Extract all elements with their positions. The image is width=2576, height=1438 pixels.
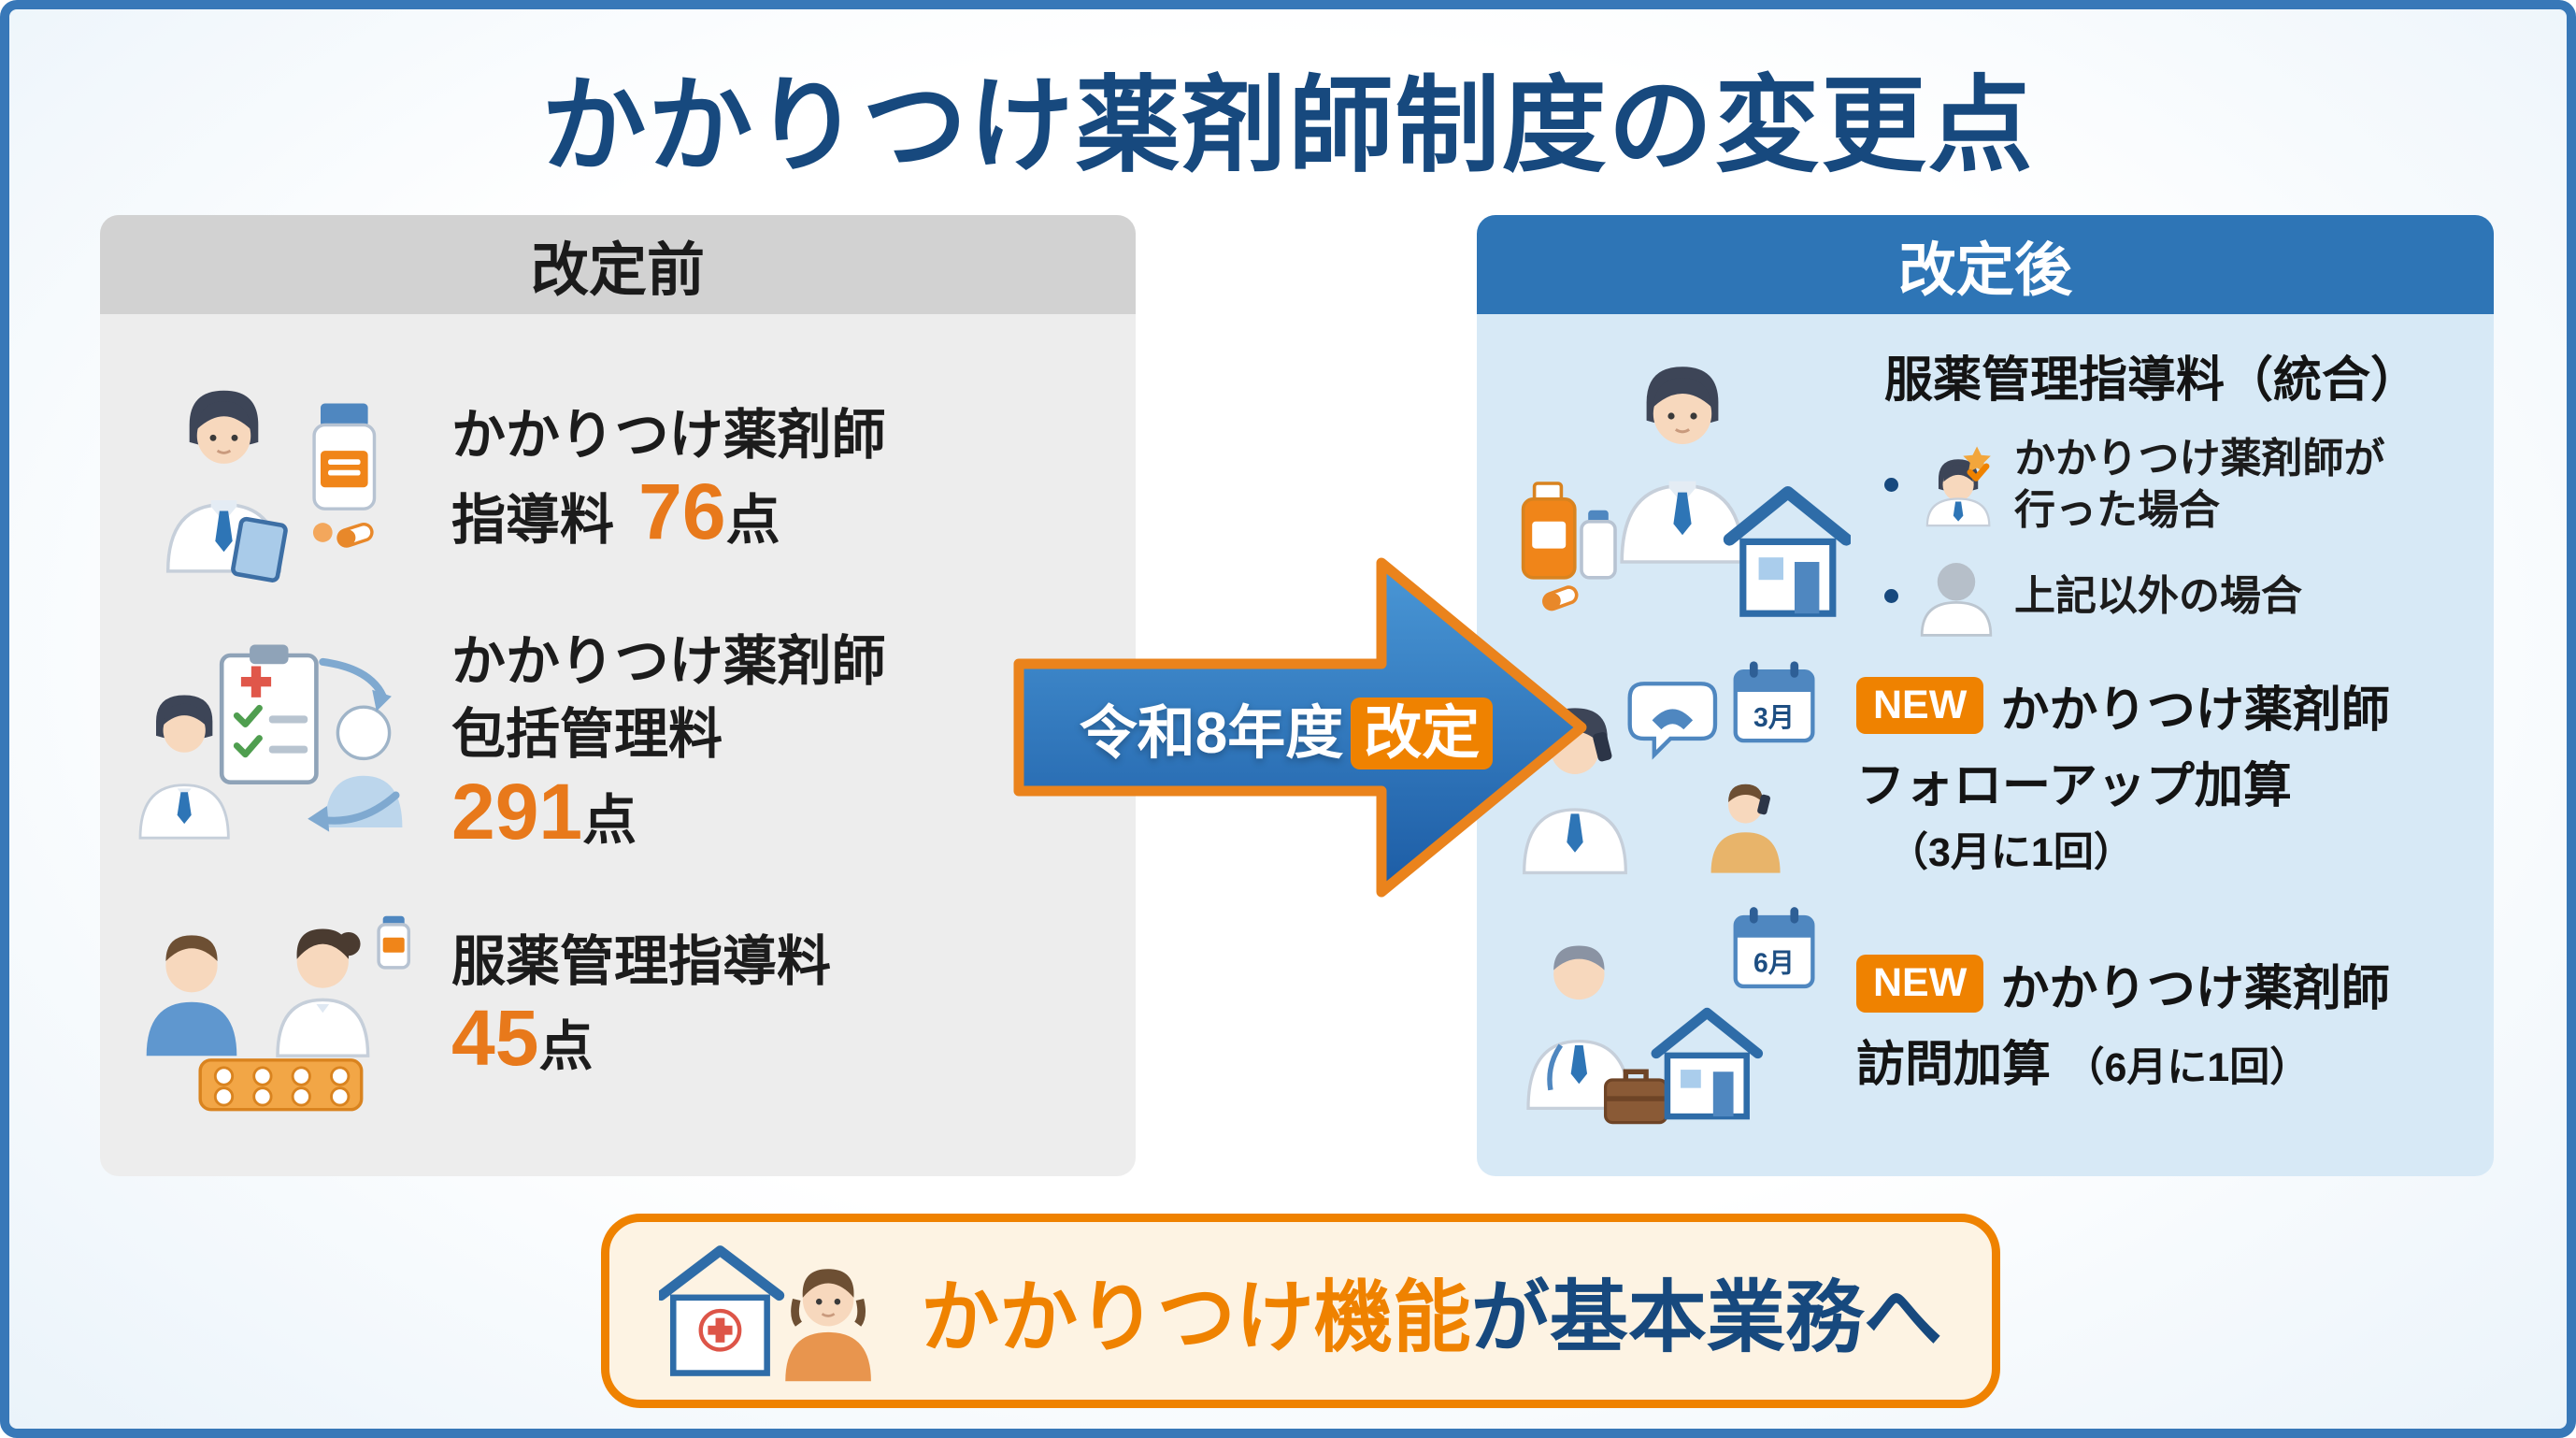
pharmacist-figure (138, 695, 230, 840)
after-item-2-line1: かかりつけ薬剤師 (2000, 683, 2390, 738)
patient-figure (324, 705, 403, 827)
calendar-6-month-icon: 6月 (1733, 906, 1815, 988)
right-arrow-shape (1013, 557, 1587, 898)
revision-arrow: 令和8年度改定 (1011, 524, 1595, 931)
calendar-3-month-icon: 3月 (1733, 661, 1815, 743)
after-item-2-text: NEW かかりつけ薬剤師 フォローアップ加算 （3月に1回） (1856, 670, 2390, 878)
before-item-1-points: 76 (638, 467, 726, 556)
before-item-1-line2: 指導料 (451, 490, 615, 552)
new-badge: NEW (1856, 955, 1984, 1013)
before-item-3-text: 服薬管理指導料 45点 (451, 926, 831, 1085)
house-icon (1651, 1007, 1764, 1119)
after-item-1-text: 服薬管理指導料（統合） (1884, 350, 2419, 640)
after-panel-rows: 服薬管理指導料（統合） (1477, 314, 2494, 1176)
after-item-1-bullets: かかりつけ薬剤師が 行った場合 上記以外の場合 (1884, 433, 2419, 639)
banner-rest-text: が基本業務へ (1470, 1273, 1942, 1361)
after-panel-header: 改定後 (1477, 215, 2494, 314)
before-panel: 改定前 (100, 215, 1136, 1176)
before-item-2-unit: 点 (582, 789, 637, 851)
before-panel-header: 改定前 (100, 215, 1136, 314)
before-item-1-line1: かかりつけ薬剤師 (451, 404, 886, 466)
pharmacist-tablet-bottle-icon (165, 390, 377, 582)
mini-anonymous-person-icon (1920, 563, 1993, 637)
patient-phone-figure (1710, 784, 1781, 873)
bottom-banner: かかりつけ機能が基本業務へ (601, 1214, 2000, 1408)
revision-arrow-label: 令和8年度改定 (1024, 685, 1548, 769)
before-panel-rows: かかりつけ薬剤師 指導料 76点 (100, 314, 1136, 1176)
briefcase-icon (1603, 1069, 1668, 1124)
medicine-bottle (312, 403, 377, 548)
before-item-medication-fee: 服薬管理指導料 45点 (137, 897, 1104, 1112)
revision-highlight-text: 改定 (1351, 697, 1494, 769)
pill-organizer (198, 1058, 364, 1112)
before-item-2-line2: 包括管理料 (451, 704, 723, 766)
pharmacist-bottles-house-icon (1521, 366, 1851, 617)
bullet-1-text: かかりつけ薬剤師が 行った場合 (2014, 433, 2384, 536)
page-title: かかりつけ薬剤師制度の変更点 (541, 67, 2035, 184)
pharmacist-figure (165, 390, 288, 582)
before-item-2-points: 291 (451, 767, 583, 856)
after-item-2-line2: フォローアップ加算 (1856, 759, 2292, 813)
calendar-6-month-label: 6月 (1753, 947, 1795, 977)
pharmacy-house-person-icon (659, 1245, 871, 1382)
female-pharmacist-figure (276, 928, 370, 1058)
before-item-guidance-fee: かかりつけ薬剤師 指導料 76点 (137, 371, 1104, 586)
before-item-3-unit: 点 (538, 1015, 594, 1077)
bullet-1-line1: かかりつけ薬剤師が (2014, 436, 2385, 482)
before-item-1-unit: 点 (725, 490, 780, 552)
bullet-1-line2: 行った場合 (2014, 487, 2220, 534)
revision-era-text: 令和8年度 (1079, 701, 1344, 766)
mini-pharmacist-star-icon (1925, 446, 1991, 527)
bullet-2-text: 上記以外の場合 (2014, 572, 2302, 619)
checklist-clipboard (219, 644, 319, 784)
after-item-3-line1: かかりつけ薬剤師 (2000, 961, 2390, 1016)
house-icon (1723, 485, 1851, 617)
new-badge: NEW (1856, 676, 1984, 735)
after-panel: 改定後 (1477, 215, 2494, 1176)
clipboard-patient-cycle-icon (138, 644, 403, 840)
visiting-pharmacist-figure (1526, 944, 1668, 1124)
banner-text: かかりつけ機能が基本業務へ (921, 1255, 1942, 1368)
medicine-bottles (1521, 481, 1617, 611)
bullet-family-pharmacist: かかりつけ薬剤師が 行った場合 (1884, 433, 2419, 536)
bullet-dot (1884, 477, 1898, 492)
pharmacy-house (659, 1245, 785, 1376)
after-item-3-note: （6月に1回） (2064, 1044, 2311, 1090)
pharmacist-figure (1620, 366, 1745, 564)
after-item-visit: 6月 NEW かかりつけ薬剤師 訪問加算 （6月に1回） (1514, 905, 2462, 1139)
calendar-3-month-label: 3月 (1753, 702, 1795, 732)
cycle-arrowheads (308, 689, 392, 832)
bullet-other-cases: 上記以外の場合 (1884, 553, 2419, 639)
banner-highlight-text: かかりつけ機能 (921, 1273, 1471, 1361)
home-visit-icon: 6月 (1526, 906, 1815, 1124)
before-item-1-text: かかりつけ薬剤師 指導料 76点 (451, 399, 886, 558)
small-bottle (377, 916, 411, 971)
patient-figure (146, 935, 237, 1057)
banner-person (785, 1269, 871, 1382)
check-icon (1967, 463, 1990, 482)
after-item-3-text: NEW かかりつけ薬剤師 訪問加算 （6月に1回） (1856, 949, 2390, 1095)
bullet-dot (1884, 588, 1898, 603)
after-item-2-note: （3月に1回） (1888, 830, 2134, 875)
before-item-2-line1: かかりつけ薬剤師 (451, 631, 886, 693)
before-item-2-text: かかりつけ薬剤師 包括管理料 291点 (451, 626, 886, 857)
before-item-3-line1: 服薬管理指導料 (451, 930, 832, 992)
before-item-3-points: 45 (451, 993, 539, 1082)
consultation-pillbox-icon (146, 916, 411, 1112)
after-item-integrated-fee: 服薬管理指導料（統合） (1514, 345, 2462, 644)
before-item-management-fee: かかりつけ薬剤師 包括管理料 291点 (137, 626, 1104, 857)
after-item-followup: 3月 NEW かかりつけ薬剤師 フォローアップ加算 （3月に1 (1514, 657, 2462, 891)
after-item-1-title: 服薬管理指導料（統合） (1884, 352, 2420, 408)
speech-bubble-phone-icon (1627, 682, 1718, 760)
after-item-3-line2: 訪問加算 (1856, 1037, 2052, 1092)
